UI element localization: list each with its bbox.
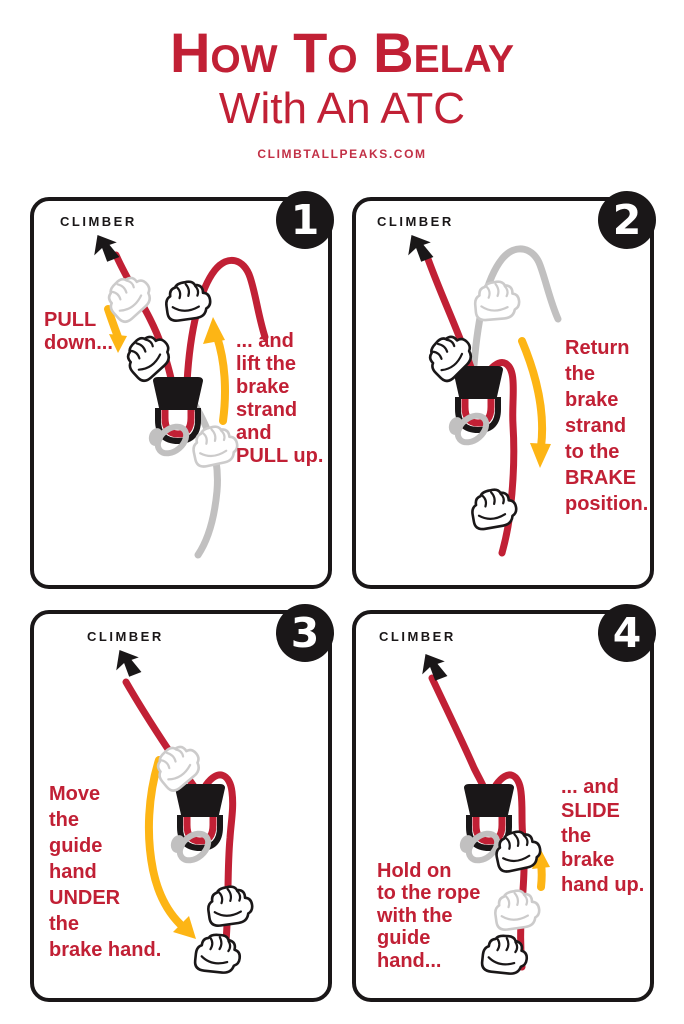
climber-label: CLIMBER: [379, 629, 456, 644]
website-label: CLIMBTALLPEAKS.COM: [257, 146, 427, 161]
page-title: How To Belay: [169, 21, 515, 84]
climber-label: CLIMBER: [377, 214, 454, 229]
climber-label: CLIMBER: [60, 214, 137, 229]
pull-down-arrow-icon: [104, 305, 127, 353]
move-under-arrow-icon: [144, 756, 196, 939]
slide-up-arrow-icon: [532, 848, 550, 891]
step-4-stage: CLIMBER Hold on to the rope with the gui…: [352, 604, 656, 1002]
ghost-brake-hand-icon: [472, 278, 522, 323]
step-number-badge: 3: [276, 604, 334, 662]
climber-arrow-icon: [108, 643, 146, 683]
brake-rope-lifted: [183, 256, 269, 387]
belay-device-icon: [447, 366, 503, 448]
belay-illustration-step-4: [414, 647, 550, 977]
brake-hand-icon: [204, 882, 256, 929]
step-number-badge: 2: [598, 191, 656, 249]
page-subtitle: With An ATC: [218, 83, 466, 133]
caption-hold-guide-hand: Hold on to the rope with the guide hand.…: [377, 860, 481, 972]
step-panel-3: CLIMBER Move the guide hand UNDER the br…: [30, 604, 334, 1002]
climber-rope: [428, 674, 488, 792]
step-number-badge: 4: [598, 604, 656, 662]
return-down-arrow-icon: [518, 337, 551, 468]
caption-lift-brake: ... and lift the brake strand and PULL u…: [236, 330, 324, 467]
step-2-stage: CLIMBER Return the brake strand to the B…: [352, 191, 656, 589]
step-1-stage: CLIMBER PULL down... ... and lift the br…: [30, 191, 334, 589]
step-panel-4: CLIMBER Hold on to the rope with the gui…: [352, 604, 656, 1002]
step-panel-1: CLIMBER PULL down... ... and lift the br…: [30, 191, 334, 589]
old-brake-rope: [186, 393, 221, 559]
step-3-stage: CLIMBER Move the guide hand UNDER the br…: [30, 604, 334, 1002]
step-number-badge: 1: [276, 191, 334, 249]
belay-device-icon: [169, 784, 225, 866]
belay-illustration-step-3: [108, 643, 256, 976]
header: How To Belay With An ATC CLIMBTALLPEAKS.…: [0, 0, 684, 161]
caption-pull-down: PULL down...: [44, 309, 113, 354]
ghost-brake-hand-icon: [491, 886, 543, 933]
caption-return-brake: Return the brake strand to the BRAKE pos…: [565, 337, 649, 515]
belay-illustration-step-1: [86, 228, 269, 559]
brake-rope: [486, 359, 518, 557]
climber-label: CLIMBER: [87, 629, 164, 644]
caption-move-guide-hand: Move the guide hand UNDER the brake hand…: [49, 783, 162, 961]
belay-illustration-step-2: [400, 228, 562, 557]
caption-slide-brake-hand: ... and SLIDE the brake hand up.: [561, 776, 645, 896]
pull-up-arrow-icon: [203, 317, 229, 425]
guide-hand-icon: [192, 931, 244, 976]
step-panel-2: CLIMBER Return the brake strand to the B…: [352, 191, 656, 589]
